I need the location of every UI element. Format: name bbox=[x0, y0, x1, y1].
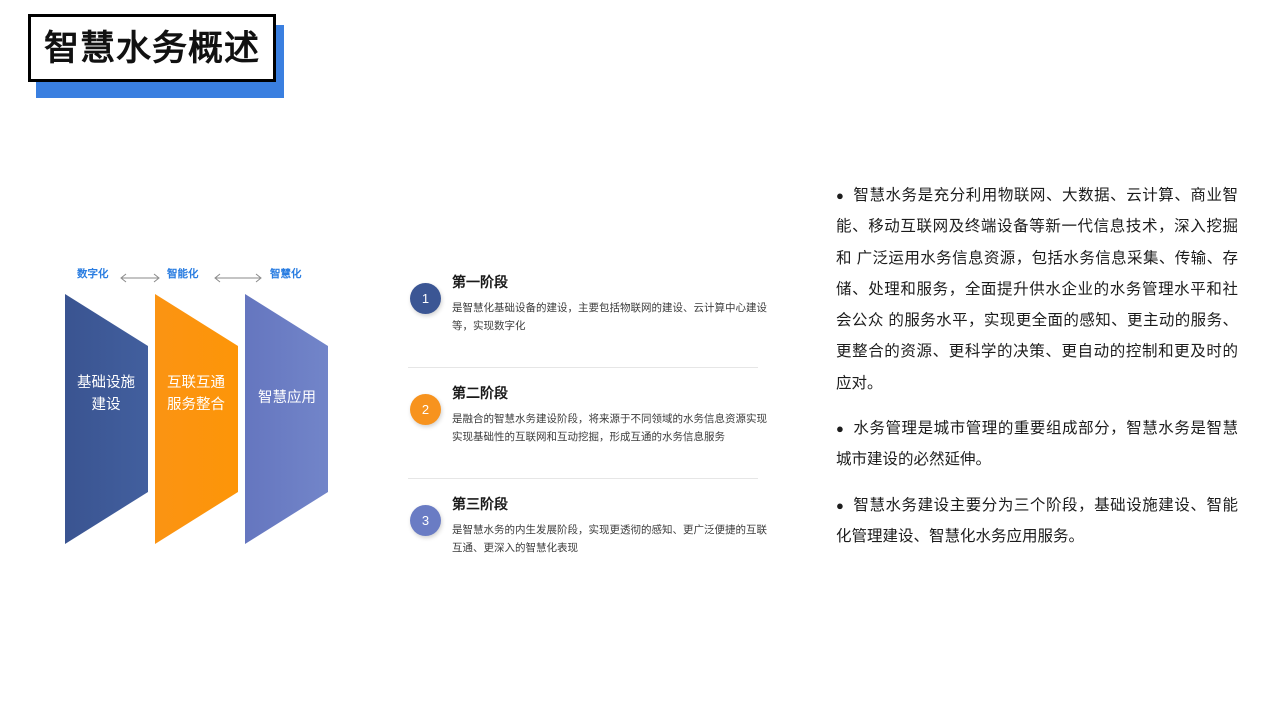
stage-divider-1 bbox=[408, 367, 758, 368]
bullet-icon-2: ● bbox=[836, 421, 845, 437]
page-title: 智慧水务概述 bbox=[43, 28, 260, 68]
paragraph-1-text: 智慧水务是充分利用物联网、大数据、云计算、商业智能、移动互联网及终端设备等新一代… bbox=[836, 187, 1238, 392]
bullet-icon-1: ● bbox=[836, 188, 845, 203]
paragraph-2-text: 水务管理是城市管理的重要组成部分，智慧水务是智慧城市建设的必然延伸。 bbox=[836, 420, 1238, 469]
stage-description-2: 是融合的智慧水务建设阶段，将来源于不同领域的水务信息资源实现实现基础性的互联网和… bbox=[452, 412, 767, 444]
stage-item-1: 1 第一阶段 是智慧化基础设备的建设，主要包括物联网的建设、云计算中心建设等，实… bbox=[406, 270, 767, 352]
stage-item-3: 3 第三阶段 是智慧水务的内生发展阶段，实现更透彻的感知、更广泛便捷的互联互通、… bbox=[406, 478, 767, 574]
diagram-block-1-label: 基础设施 建设 bbox=[77, 375, 135, 414]
diagram-block-3-shape bbox=[245, 294, 328, 544]
diagram-stage-label-1: 数字化 bbox=[77, 268, 109, 280]
stage-number-2: 2 bbox=[421, 402, 430, 417]
paragraph-3: ●智慧水务建设主要分为三个阶段，基础设施建设、智能化管理建设、智慧化水务应用服务… bbox=[836, 490, 1238, 553]
paragraph-1: ●智慧水务是充分利用物联网、大数据、云计算、商业智能、移动互联网及终端设备等新一… bbox=[836, 180, 1238, 399]
stage-item-2: 2 第二阶段 是融合的智慧水务建设阶段，将来源于不同领域的水务信息资源实现实现基… bbox=[406, 367, 767, 463]
stage-number-3: 3 bbox=[421, 513, 430, 528]
stage-description-1: 是智慧化基础设备的建设，主要包括物联网的建设、云计算中心建设等，实现数字化 bbox=[452, 301, 767, 333]
bullet-icon-3: ● bbox=[836, 497, 845, 513]
stage-number-badge-2: 2 bbox=[410, 394, 441, 425]
stage-heading-1: 第一阶段 bbox=[452, 274, 508, 290]
diagram-block-1-shape bbox=[65, 294, 148, 544]
three-stage-diagram: 数字化 智能化 智慧化 基础设施 建设 bbox=[55, 266, 355, 556]
stage-number-1: 1 bbox=[421, 291, 430, 306]
page-title-block: 智慧水务概述 bbox=[14, 8, 284, 98]
stage-description-3: 是智慧水务的内生发展阶段，实现更透彻的感知、更广泛便捷的互联互通、更深入的智慧化… bbox=[452, 523, 767, 555]
stage-heading-2: 第二阶段 bbox=[452, 385, 508, 401]
paragraph-3-text: 智慧水务建设主要分为三个阶段，基础设施建设、智能化管理建设、智慧化水务应用服务。 bbox=[836, 496, 1238, 545]
diagram-stage-label-2: 智能化 bbox=[167, 268, 199, 280]
diagram-block-2-label: 互联互通 服务整合 bbox=[167, 375, 225, 414]
stage-number-badge-1: 1 bbox=[410, 283, 441, 314]
stage-list: 1 第一阶段 是智慧化基础设备的建设，主要包括物联网的建设、云计算中心建设等，实… bbox=[406, 270, 767, 574]
paragraph-2: ●水务管理是城市管理的重要组成部分，智慧水务是智慧城市建设的必然延伸。 bbox=[836, 413, 1238, 476]
diagram-block-3-label: 智慧应用 bbox=[258, 390, 316, 406]
description-column: ●智慧水务是充分利用物联网、大数据、云计算、商业智能、移动互联网及终端设备等新一… bbox=[836, 180, 1238, 566]
stage-divider-2 bbox=[408, 478, 758, 479]
double-arrow-icon-1 bbox=[117, 273, 163, 283]
double-arrow-icon-2 bbox=[211, 273, 265, 283]
stage-heading-3: 第三阶段 bbox=[452, 496, 508, 512]
title-box: 智慧水务概述 bbox=[28, 14, 276, 82]
diagram-block-2-shape bbox=[155, 294, 238, 544]
diagram-stage-label-3: 智慧化 bbox=[270, 268, 302, 280]
stage-number-badge-3: 3 bbox=[410, 505, 441, 536]
